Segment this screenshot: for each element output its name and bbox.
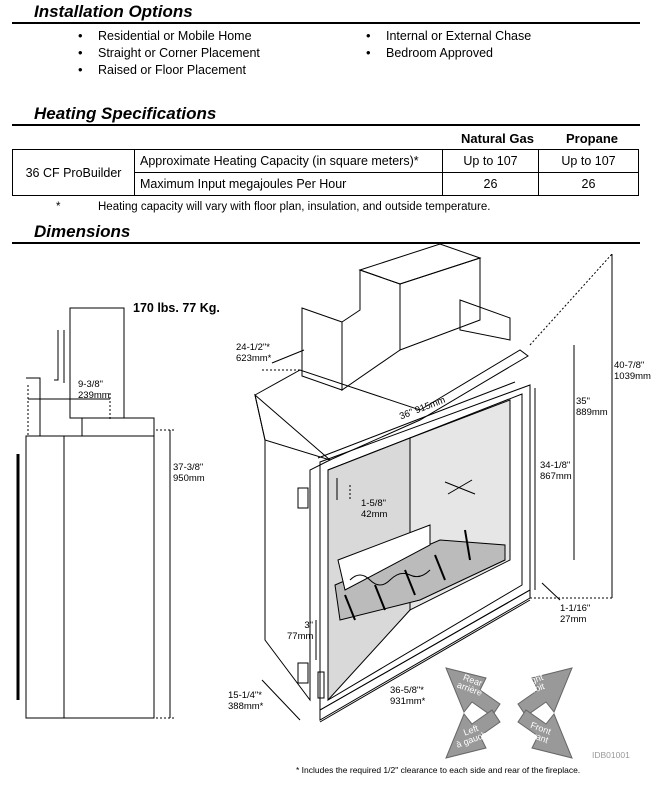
list-item: •Residential or Mobile Home	[78, 28, 252, 43]
heating-specifications-title: Heating Specifications	[34, 104, 217, 123]
footnote-text: Heating capacity will vary with floor pl…	[98, 201, 491, 213]
list-item: •Internal or External Chase	[366, 28, 532, 43]
table-cell: 26	[538, 172, 639, 196]
dim-label: 1-1/16"27mm	[560, 603, 591, 625]
section-divider	[12, 124, 640, 126]
dim-label: 35"889mm	[576, 396, 608, 418]
footnote-mark: *	[56, 201, 61, 213]
section-divider	[12, 22, 640, 24]
installation-options-title: Installation Options	[34, 2, 193, 21]
dim-label: 40-7/8"1039mm	[614, 360, 651, 382]
dim-label: 34-1/8"867mm	[540, 460, 572, 482]
table-cell: 26	[442, 172, 539, 196]
column-header-propane: Propane	[566, 131, 619, 146]
table-cell: Maximum Input megajoules Per Hour	[134, 172, 443, 196]
dim-label: 15-1/4"*388mm*	[228, 690, 264, 712]
list-item: •Straight or Corner Placement	[78, 45, 260, 60]
fireplace-view	[254, 243, 613, 723]
dimensions-title: Dimensions	[34, 222, 131, 241]
dim-label: 1-5/8"42mm	[361, 498, 388, 520]
dim-label: 36-5/8"*931mm*	[390, 685, 426, 707]
table-cell: Up to 107	[538, 149, 639, 173]
dim-label: 24-1/2"*623mm*	[236, 342, 272, 364]
table-row: 36 CF ProBuilder Approximate Heating Cap…	[12, 149, 639, 196]
arrow-left-icon	[445, 709, 501, 759]
column-header-natural-gas: Natural Gas	[461, 131, 534, 146]
model-cell: 36 CF ProBuilder	[12, 149, 135, 196]
dim-label: 37-3/8"950mm	[173, 462, 205, 484]
direction-arrows	[445, 667, 573, 759]
dim-label: 9-3/8"239mm	[78, 379, 110, 401]
table-cell: Approximate Heating Capacity (in square …	[134, 149, 443, 173]
side-view	[16, 307, 175, 719]
heating-spec-table: 36 CF ProBuilder Approximate Heating Cap…	[12, 149, 639, 196]
table-row: Maximum Input megajoules Per Hour 26 26	[13, 172, 639, 196]
arrow-front-icon	[517, 709, 573, 759]
list-item: •Raised or Floor Placement	[78, 62, 246, 77]
weight-label: 170 lbs. 77 Kg.	[133, 301, 220, 315]
section-divider	[12, 242, 640, 244]
arrow-right-icon	[517, 667, 573, 717]
dim-label: 3"77mm	[287, 620, 314, 642]
arrow-rear-icon	[445, 667, 501, 717]
list-item: •Bedroom Approved	[366, 45, 494, 60]
clearance-note: * Includes the required 1/2" clearance t…	[296, 765, 581, 775]
figure-id: IDB01001	[592, 750, 630, 760]
